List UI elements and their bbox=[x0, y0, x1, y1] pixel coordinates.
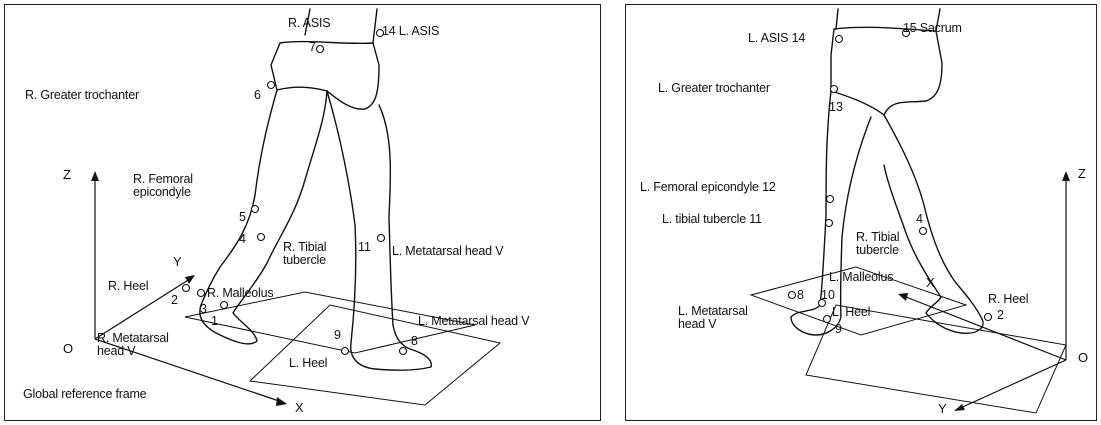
marker-1 bbox=[221, 302, 228, 309]
left-panel-frontal-view: R. ASIS 14 L. ASIS 7 R. Greater trochant… bbox=[4, 4, 601, 421]
number-9: 9 bbox=[334, 329, 341, 342]
number-4: 4 bbox=[239, 233, 246, 246]
number-6: 6 bbox=[254, 89, 261, 102]
marker-11 bbox=[378, 235, 385, 242]
marker-4 bbox=[258, 234, 265, 241]
pelvis-outline bbox=[271, 42, 379, 110]
number-5: 5 bbox=[239, 211, 246, 224]
marker-8 bbox=[400, 348, 407, 355]
axis-label-origin-right: O bbox=[1078, 351, 1088, 364]
marker-r-14 bbox=[836, 36, 843, 43]
label-l-tibial-tubercle: L. tibial tubercle 11 bbox=[662, 213, 762, 226]
marker-r-9 bbox=[824, 316, 831, 323]
label-r-heel-right: R. Heel bbox=[988, 293, 1028, 306]
label-global-reference-frame: Global reference frame bbox=[23, 388, 146, 401]
label-l-femoral-epicondyle: L. Femoral epicondyle 12 bbox=[640, 181, 776, 194]
marker-9 bbox=[342, 348, 349, 355]
floor-plane-right-front bbox=[806, 305, 1066, 413]
pelvis-outline-right bbox=[831, 27, 942, 115]
y-axis-line-right bbox=[956, 360, 1066, 410]
label-l-malleolus: L. Malleolus bbox=[829, 271, 893, 284]
label-r-asis: R. ASIS bbox=[288, 17, 330, 30]
number-r-2: 2 bbox=[997, 309, 1004, 322]
axis-label-z-left: Z bbox=[63, 168, 71, 181]
right-leg-outline bbox=[200, 90, 327, 344]
label-sacrum: 15 Sacrum bbox=[903, 22, 962, 35]
label-l-asis: 14 L. ASIS bbox=[382, 25, 439, 38]
label-r-l-asis: L. ASIS 14 bbox=[748, 32, 805, 45]
axis-label-y-left: Y bbox=[173, 255, 181, 268]
label-l-heel-right: L. Heel bbox=[832, 306, 870, 319]
number-r-13: 13 bbox=[829, 101, 843, 114]
left-leg-outline bbox=[327, 91, 431, 370]
axis-label-x-left: X bbox=[295, 401, 303, 414]
label-r-greater-trochanter: R. Greater trochanter bbox=[25, 89, 139, 102]
marker-malleolus-r bbox=[198, 290, 205, 297]
number-3: 3 bbox=[200, 303, 207, 316]
axis-label-y-right: Y bbox=[938, 402, 946, 415]
number-11: 11 bbox=[358, 241, 371, 254]
marker-r-11 bbox=[826, 220, 833, 227]
marker-r-2 bbox=[985, 314, 992, 321]
marker-r-12 bbox=[827, 196, 834, 203]
label-r-tibial-tubercle: R. Tibial tubercle bbox=[283, 241, 326, 267]
number-r-10: 10 bbox=[821, 289, 835, 302]
number-2: 2 bbox=[171, 294, 178, 307]
axis-label-z-right: Z bbox=[1078, 167, 1086, 180]
right-leg-outline-right bbox=[884, 115, 983, 333]
axis-label-origin-left: O bbox=[63, 342, 73, 355]
marker-r-13 bbox=[831, 86, 838, 93]
label-l-metatarsal-head-lower: L. Metatarsal head V bbox=[418, 315, 529, 328]
label-r-metatarsal-head: R. Metatarsal head V bbox=[97, 332, 169, 358]
label-l-metatarsal-head: L. Metatarsal head V bbox=[678, 305, 748, 331]
x-axis-line-right bbox=[901, 295, 1066, 360]
right-panel-rear-view: L. ASIS 14 15 Sacrum L. Greater trochant… bbox=[625, 4, 1097, 421]
number-1: 1 bbox=[211, 315, 218, 328]
label-r-femoral-epicondyle: R. Femoral epicondyle bbox=[133, 173, 193, 199]
number-7: 7 bbox=[309, 41, 316, 54]
number-r-8: 8 bbox=[797, 289, 804, 302]
marker-r-8 bbox=[789, 292, 796, 299]
marker-2 bbox=[183, 285, 190, 292]
label-r-heel: R. Heel bbox=[108, 280, 148, 293]
number-8: 8 bbox=[411, 335, 418, 348]
label-l-metatarsal-head-upper: L. Metatarsal head V bbox=[392, 245, 503, 258]
marker-r-4 bbox=[920, 228, 927, 235]
number-r-9: 9 bbox=[835, 323, 842, 336]
marker-5 bbox=[252, 206, 259, 213]
marker-6 bbox=[268, 82, 275, 89]
label-l-heel: L. Heel bbox=[289, 357, 327, 370]
marker-7 bbox=[317, 46, 324, 53]
label-l-greater-trochanter: L. Greater trochanter bbox=[658, 82, 770, 95]
label-r-tibial-tubercle-right: R. Tibial tubercle bbox=[856, 231, 899, 257]
label-r-malleolus: R. Malleolus bbox=[207, 287, 273, 300]
number-r-4: 4 bbox=[916, 213, 923, 226]
axis-label-x-right: X bbox=[926, 276, 934, 289]
